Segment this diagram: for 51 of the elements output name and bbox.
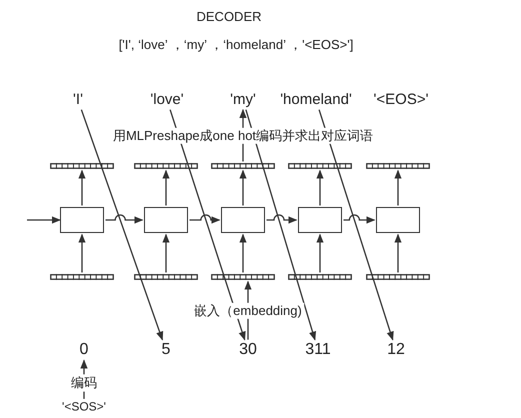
step-label: 编码 [71,376,97,390]
word-label: '<EOS>' [374,92,428,108]
vector-bar [50,163,114,169]
vector-bar [366,274,430,280]
arrow [316,170,324,206]
arrow [78,170,86,206]
vector-bar [211,274,275,280]
vector-bar [288,274,352,280]
arrow [318,109,394,341]
arrow [394,170,402,206]
arrow [266,214,298,224]
token-id: 12 [387,341,405,359]
start-token: '<SOS>' [62,400,106,414]
word-label: 'love' [150,92,184,108]
edge-label: 嵌入（embedding) [192,302,304,319]
arrow [239,170,247,206]
arrow [239,234,247,272]
vector-bar [211,163,275,169]
token-id: 311 [305,341,331,359]
arrow [316,234,324,272]
arrow [190,214,220,224]
arrow [80,359,88,374]
rnn-cell [144,207,188,233]
rnn-cell [221,207,265,233]
title: DECODER [196,10,262,24]
arrow [27,216,61,224]
arrow [106,214,144,224]
vector-bar [134,274,198,280]
token-list: ['I', ‘love’ ，‘my’ ，‘homeland’ ，'<EOS>'] [118,38,354,52]
arrow [394,234,402,272]
rnn-cell [298,207,342,233]
edge-label: 用MLPreshape成one hot编码并求出对应词语 [110,127,376,144]
word-label: 'I' [73,92,83,108]
arrow [162,170,170,206]
vector-bar [288,163,352,169]
token-id: 0 [80,341,88,359]
vector-bar [134,163,198,169]
rnn-cell [60,207,104,233]
arrow [162,234,170,272]
word-label: 'my' [230,92,256,108]
rnn-cell [376,207,420,233]
arrow [78,234,86,272]
arrow [344,214,376,224]
token-id: 30 [239,341,257,359]
token-id: 5 [162,341,170,359]
arrow [80,109,164,341]
word-label: 'homeland' [280,92,352,108]
vector-bar [50,274,114,280]
vector-bar [366,163,430,169]
connector-line [83,392,85,399]
arrow [245,110,316,341]
